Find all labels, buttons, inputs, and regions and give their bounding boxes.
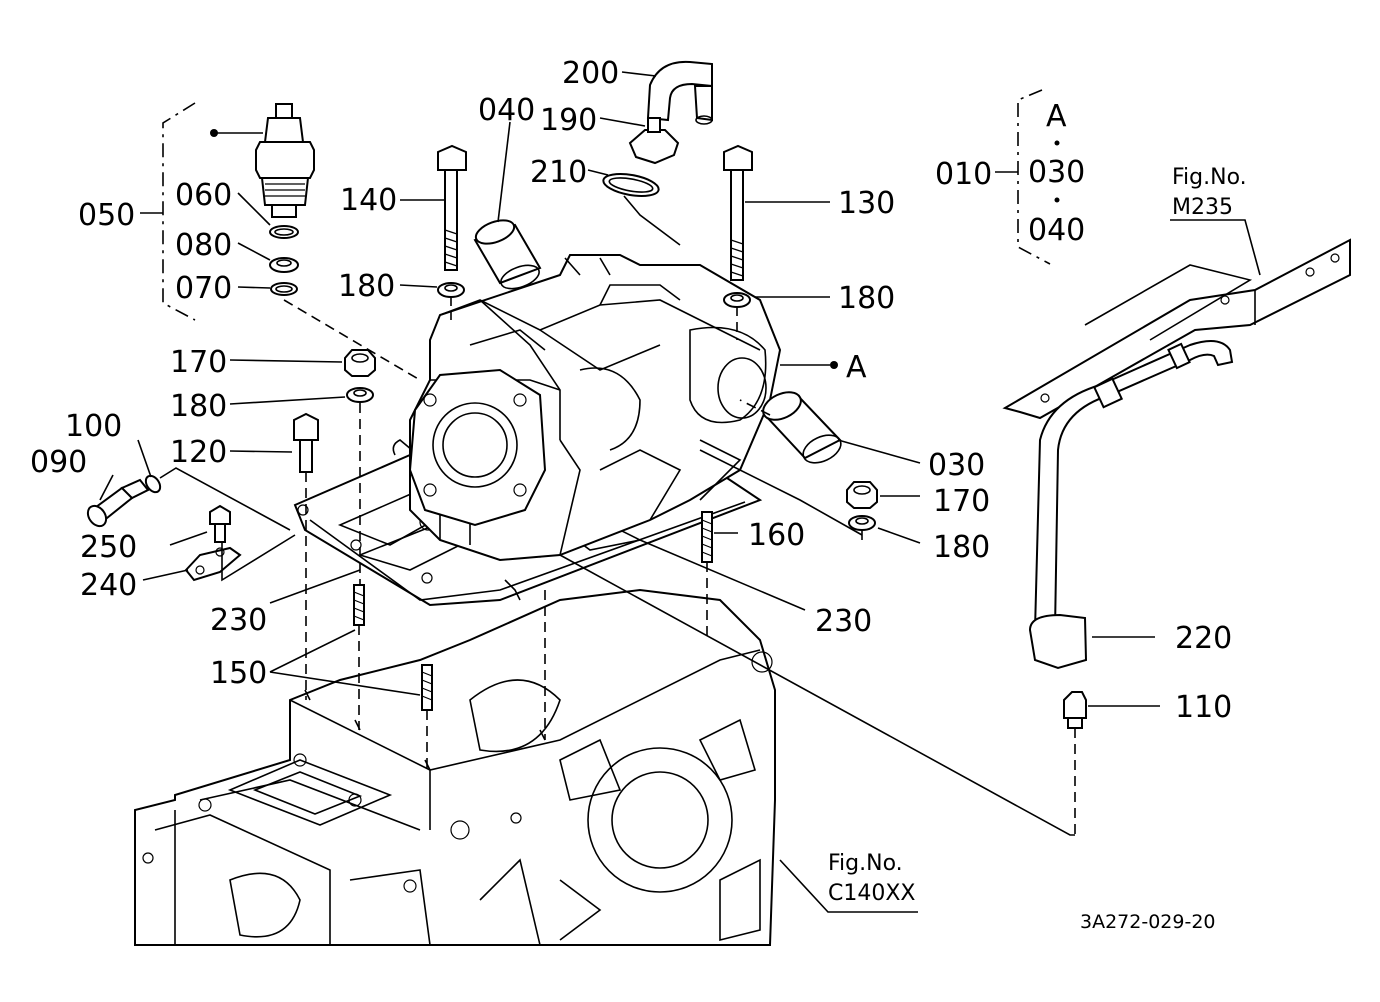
- label-group-040: 040: [1028, 213, 1085, 248]
- label-180-b: 180: [838, 281, 895, 316]
- fitting-190-drawing: [628, 117, 680, 165]
- label-140: 140: [340, 183, 397, 218]
- drawing-code: 3A272-029-20: [1080, 911, 1216, 933]
- label-080: 080: [175, 228, 232, 263]
- nut-170-a-drawing: [344, 349, 376, 377]
- figure-refs: Fig.No. M235 Fig.No. C140XX 3A272-029-20: [828, 165, 1247, 933]
- label-230-b: 230: [815, 604, 872, 639]
- nut-170-b-drawing: [846, 481, 878, 509]
- cylinder-030-drawing: [762, 391, 842, 464]
- label-060: 060: [175, 178, 232, 213]
- label-070: 070: [175, 271, 232, 306]
- washer-180-b-drawing: [723, 292, 751, 308]
- label-230-a: 230: [210, 603, 267, 638]
- label-170-a: 170: [170, 345, 227, 380]
- label-180-a: 180: [338, 269, 395, 304]
- label-130: 130: [838, 186, 895, 221]
- label-050: 050: [78, 198, 135, 233]
- label-220: 220: [1175, 621, 1232, 656]
- fitting-110-drawing: [1063, 691, 1087, 729]
- o-ring-100-drawing: [144, 474, 162, 494]
- fitting-090-drawing: [86, 478, 150, 528]
- bolt-130-drawing: [723, 144, 753, 281]
- bolt-120-drawing: [293, 412, 319, 473]
- label-210: 210: [530, 155, 587, 190]
- label-240: 240: [80, 568, 137, 603]
- leader-lines: [99, 71, 1160, 707]
- washer-180-c-drawing: [346, 387, 374, 403]
- fig-ref-m235-code: M235: [1172, 195, 1233, 220]
- oil-pipe-220-drawing: [1028, 340, 1234, 670]
- o-ring-210-drawing: [602, 173, 660, 197]
- label-120: 120: [170, 435, 227, 470]
- label-250: 250: [80, 530, 137, 565]
- relief-valve-050-drawing: [255, 103, 315, 218]
- label-200: 200: [562, 56, 619, 91]
- o-ring-070-drawing: [270, 282, 298, 296]
- label-040: 040: [478, 93, 535, 128]
- o-ring-060-drawing: [269, 225, 299, 239]
- label-group-030: 030: [1028, 155, 1085, 190]
- fig-ref-c140-code: C140XX: [828, 881, 916, 906]
- stud-160-drawing: [701, 511, 713, 563]
- pipe-bracket-drawing: [1002, 238, 1351, 420]
- bolt-140-drawing: [437, 144, 467, 271]
- transmission-case-drawing: [134, 588, 776, 946]
- label-160: 160: [748, 518, 805, 553]
- washer-180-a-drawing: [437, 282, 465, 298]
- part-labels: 200 040 190 210 140 130 010 A 030 040 05…: [30, 56, 1232, 725]
- label-180-c: 180: [170, 389, 227, 424]
- label-190: 190: [540, 103, 597, 138]
- alignment-lines: [140, 89, 1261, 913]
- label-030: 030: [928, 448, 985, 483]
- label-150: 150: [210, 656, 267, 691]
- label-100: 100: [65, 409, 122, 444]
- washer-180-d-drawing: [848, 515, 876, 531]
- label-170-b: 170: [933, 484, 990, 519]
- group-ref-a: A: [1046, 99, 1067, 134]
- bracket-240-drawing: [184, 546, 242, 582]
- cylinder-040-drawing: [473, 219, 542, 290]
- label-110: 110: [1175, 690, 1232, 725]
- arrow-ref-a: A: [846, 350, 867, 385]
- label-090: 090: [30, 445, 87, 480]
- hose-200-drawing: [646, 60, 713, 125]
- label-010: 010: [935, 157, 992, 192]
- hydraulic-housing-drawing: [392, 254, 782, 562]
- stud-150-a-drawing: [353, 584, 365, 626]
- bolt-250-drawing: [209, 504, 231, 543]
- washer-080-drawing: [269, 257, 299, 273]
- stud-150-b-drawing: [421, 664, 433, 711]
- fig-ref-c140-title: Fig.No.: [828, 851, 903, 876]
- fig-ref-m235-title: Fig.No.: [1172, 165, 1247, 190]
- label-180-d: 180: [933, 530, 990, 565]
